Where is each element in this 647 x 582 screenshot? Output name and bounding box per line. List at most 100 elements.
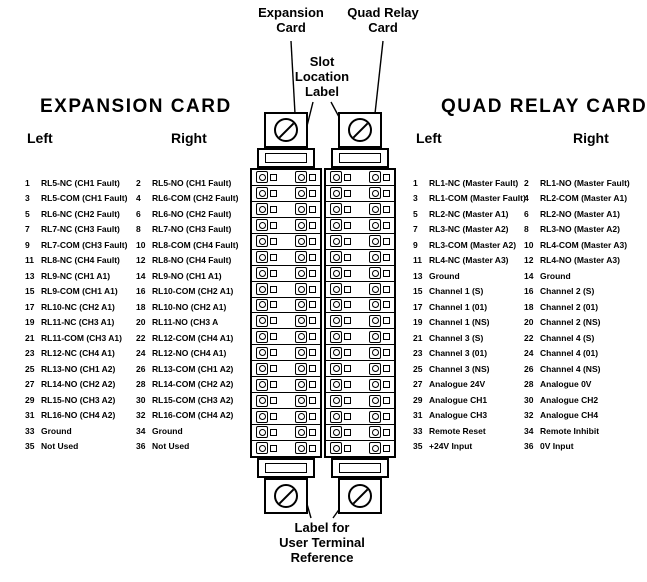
pin-number: 2 xyxy=(136,177,141,188)
expansion-pin-row: 31 RL16-NO (CH4 A2) 32 RL16-COM (CH4 A2) xyxy=(25,408,244,424)
pin-label: RL15-COM (CH3 A2) xyxy=(152,394,234,405)
terminal-screw-icon xyxy=(256,267,277,280)
pin-label: RL14-NO (CH2 A2) xyxy=(41,379,116,390)
pin-number: 1 xyxy=(413,177,418,188)
terminal-row xyxy=(252,250,320,266)
pin-label: 0V Input xyxy=(540,441,574,452)
terminal-screw-icon xyxy=(369,442,390,455)
pin-label: RL13-NO (CH1 A2) xyxy=(41,363,116,374)
pin-number: 8 xyxy=(524,224,529,235)
pin-label: RL12-NC (CH4 A1) xyxy=(41,348,115,359)
terminal-screw-icon xyxy=(369,203,390,216)
pin-number: 17 xyxy=(413,301,423,312)
terminal-screw-icon xyxy=(330,394,351,407)
pin-number: 30 xyxy=(136,394,146,405)
pin-label: RL11-NO (CH3 A xyxy=(152,317,219,328)
pin-label: RL10-NO (CH2 A1) xyxy=(152,301,227,312)
user-label-window xyxy=(339,463,381,473)
terminal-row xyxy=(326,170,394,186)
pin-number: 7 xyxy=(25,224,30,235)
terminal-screw-icon xyxy=(330,410,351,423)
terminal-screw-icon xyxy=(330,283,351,296)
pin-number: 19 xyxy=(413,317,423,328)
slot-label-holder xyxy=(257,148,315,168)
terminal-screw-icon xyxy=(330,187,351,200)
user-label-window xyxy=(265,463,307,473)
terminal-row xyxy=(252,313,320,330)
pin-label: RL12-NO (CH4 A1) xyxy=(152,348,227,359)
pin-label: Analogue CH1 xyxy=(429,394,488,405)
terminal-row xyxy=(326,202,394,218)
terminal-row xyxy=(326,329,394,346)
quad-relay-pin-row: 1 RL1-NC (Master Fault) 2 RL1-NO (Master… xyxy=(413,175,632,191)
pin-number: 3 xyxy=(413,193,418,204)
expansion-pin-row: 17 RL10-NC (CH2 A1) 18 RL10-NO (CH2 A1) xyxy=(25,299,244,315)
annotation-slot-location: Slot Location Label xyxy=(294,54,350,99)
pin-number: 8 xyxy=(136,224,141,235)
pin-label: RL4-NO (Master A3) xyxy=(540,255,620,266)
pin-label: Channel 3 (S) xyxy=(429,332,484,343)
terminal-screw-icon xyxy=(295,298,316,311)
pin-number: 15 xyxy=(25,286,35,297)
expansion-pin-row: 13 RL9-NC (CH1 A1) 14 RL9-NO (CH1 A1) xyxy=(25,268,244,284)
pin-label: RL10-COM (CH2 A1) xyxy=(152,286,234,297)
pin-number: 31 xyxy=(413,410,423,421)
pin-number: 24 xyxy=(524,348,534,359)
pin-number: 27 xyxy=(413,379,423,390)
mounting-bracket-top xyxy=(264,112,308,148)
slot-label-holder xyxy=(331,148,389,168)
mounting-bracket-bottom xyxy=(264,478,308,514)
terminal-row xyxy=(252,361,320,378)
pin-label: RL3-NC (Master A2) xyxy=(429,224,509,235)
pin-number: 25 xyxy=(413,363,423,374)
pin-number: 27 xyxy=(25,379,35,390)
terminal-screw-icon xyxy=(369,394,390,407)
pin-label: RL12-COM (CH4 A1) xyxy=(152,332,234,343)
pin-label: RL11-COM (CH3 A1) xyxy=(41,332,122,343)
terminal-screw-icon xyxy=(330,171,351,184)
terminal-screw-icon xyxy=(295,251,316,264)
pin-number: 24 xyxy=(136,348,146,359)
quad-relay-pin-row: 3 RL1-COM (Master Fault) 4 RL2-COM (Mast… xyxy=(413,191,632,207)
terminal-screw-icon xyxy=(295,410,316,423)
terminal-block xyxy=(324,168,396,458)
terminal-screw-icon xyxy=(330,298,351,311)
terminal-screw-icon xyxy=(256,235,277,248)
pin-number: 35 xyxy=(25,441,35,452)
screw-slot xyxy=(350,120,370,140)
pin-number: 11 xyxy=(25,255,34,266)
terminal-row xyxy=(326,282,394,298)
pin-number: 5 xyxy=(25,208,30,219)
pin-label: Ground xyxy=(41,425,72,436)
annotation-expansion-card: Expansion Card xyxy=(258,5,324,35)
pin-label: +24V Input xyxy=(429,441,473,452)
terminal-screw-icon xyxy=(256,378,277,391)
terminal-row xyxy=(326,345,394,362)
pin-number: 12 xyxy=(524,255,534,266)
terminal-screw-icon xyxy=(330,378,351,391)
terminal-row xyxy=(252,218,320,234)
terminal-row xyxy=(326,377,394,394)
pin-number: 19 xyxy=(25,317,35,328)
pin-number: 14 xyxy=(524,270,534,281)
pin-label: RL7-COM (CH3 Fault) xyxy=(41,239,128,250)
terminal-screw-icon xyxy=(256,426,277,439)
pin-label: RL8-NC (CH4 Fault) xyxy=(41,255,120,266)
terminal-screw-icon xyxy=(330,346,351,359)
terminal-screw-icon xyxy=(330,314,351,327)
pin-label: RL9-NO (CH1 A1) xyxy=(152,270,222,281)
quad-relay-right-header: Right xyxy=(573,130,609,146)
terminal-row xyxy=(252,329,320,346)
pin-label: RL4-COM (Master A3) xyxy=(540,239,628,250)
pin-label: Analogue CH3 xyxy=(429,410,488,421)
pin-number: 14 xyxy=(136,270,146,281)
pin-label: RL1-COM (Master Fault) xyxy=(429,193,526,204)
pin-label: RL16-NO (CH4 A2) xyxy=(41,410,116,421)
expansion-pin-row: 25 RL13-NO (CH1 A2) 26 RL13-COM (CH1 A2) xyxy=(25,361,244,377)
terminal-screw-icon xyxy=(369,171,390,184)
pin-label: Channel 3 (01) xyxy=(429,348,488,359)
pin-number: 29 xyxy=(413,394,423,405)
quad-relay-pin-row: 15 Channel 1 (S) 16 Channel 2 (S) xyxy=(413,284,632,300)
quad-relay-pin-table: 1 RL1-NC (Master Fault) 2 RL1-NO (Master… xyxy=(413,175,632,454)
